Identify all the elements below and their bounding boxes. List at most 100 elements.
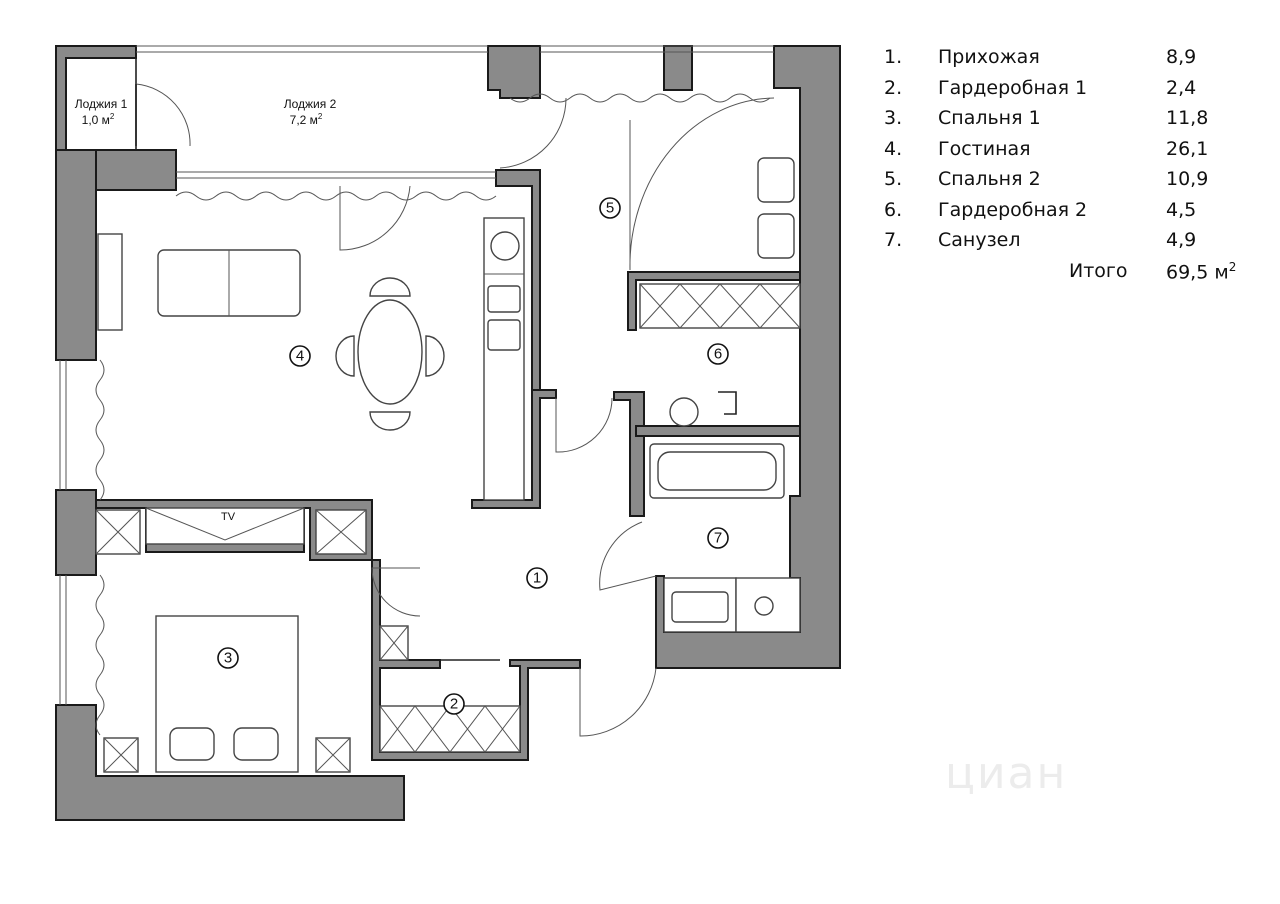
room-marker-3: 3 xyxy=(217,647,239,669)
tv-unit xyxy=(145,507,305,545)
washing-machine-drum xyxy=(754,596,774,616)
pillow-bedroom2-1 xyxy=(757,157,795,203)
living-wall-panel xyxy=(97,233,123,331)
svg-text:1: 1 xyxy=(533,570,541,587)
wall-pier-2 xyxy=(663,45,693,91)
room-marker-6: 6 xyxy=(707,343,729,365)
legend-number: 2. xyxy=(884,76,903,99)
legend-number: 6. xyxy=(884,198,903,221)
room-marker-1: 1 xyxy=(526,567,548,589)
curtain-living-left xyxy=(95,359,105,501)
hall-cabinet-cross xyxy=(379,625,409,661)
tv-unit-lines xyxy=(145,507,305,541)
svg-text:3: 3 xyxy=(224,650,232,667)
bed-pillow-1 xyxy=(169,727,215,761)
wardrobe2-cabinet-cross xyxy=(639,283,801,329)
legend-row: 6. Гардеробная 2 4,5 xyxy=(884,199,1264,230)
loggia2-name: Лоджия 2 xyxy=(284,97,337,111)
entrance-door-swing xyxy=(579,667,657,737)
living-door-swing xyxy=(339,185,411,251)
legend-row: 7. Санузел 4,9 xyxy=(884,229,1264,260)
legend-number: 1. xyxy=(884,46,903,68)
dining-chair-right xyxy=(425,335,445,377)
wall-pier-1 xyxy=(487,45,541,99)
svg-text:4: 4 xyxy=(296,348,304,365)
legend-room-area: 10,9 xyxy=(1166,168,1209,190)
dining-chair-bottom xyxy=(369,411,411,431)
legend-room-area: 4,5 xyxy=(1166,198,1197,221)
room-marker-7: 7 xyxy=(707,527,729,549)
svg-text:5: 5 xyxy=(606,200,614,217)
svg-text:2: 2 xyxy=(450,696,458,713)
wall-bath-left xyxy=(613,391,645,517)
legend-room-area: 11,8 xyxy=(1166,107,1209,129)
loggia-door-swing xyxy=(135,83,191,147)
dining-chair-top xyxy=(369,277,411,297)
pillow-bedroom2-2 xyxy=(757,213,795,259)
loggia2-area: 7,2 м2 xyxy=(290,112,323,127)
legend-room-name: Гостиная xyxy=(938,137,1031,160)
kitchen-counter xyxy=(483,217,525,501)
kitchen-door-swing xyxy=(555,397,613,453)
wall-loggia-inner xyxy=(56,149,177,191)
legend-total-label: Итого xyxy=(1069,259,1128,282)
wall-left-lower xyxy=(55,704,405,821)
nightstand-right-cross xyxy=(315,737,351,773)
tv-label: TV xyxy=(221,511,236,523)
bedroom2-arc xyxy=(629,97,775,271)
legend-row: 3. Спальня 1 11,8 xyxy=(884,107,1264,138)
legend-room-name: Спальня 1 xyxy=(938,107,1041,129)
legend-row: 1. Прихожая 8,9 xyxy=(884,46,1264,77)
legend-total-value: 69,5 м2 xyxy=(1166,259,1237,283)
wall-left-mid xyxy=(55,489,97,576)
legend-number: 7. xyxy=(884,229,903,251)
curtain-bedroom2 xyxy=(509,93,771,103)
bedroom-cabinet-right-cross xyxy=(315,509,367,555)
dining-table xyxy=(357,299,423,405)
legend-room-area: 2,4 xyxy=(1166,76,1197,99)
bathtub-inner xyxy=(657,451,777,491)
kitchen-sink-1 xyxy=(487,285,521,313)
bed-pillow-2 xyxy=(233,727,279,761)
nightstand-left-cross xyxy=(103,737,139,773)
wall-kitchen xyxy=(471,389,557,509)
dining-chair-left xyxy=(335,335,355,377)
svg-text:6: 6 xyxy=(714,346,722,363)
legend-row: 5. Спальня 2 10,9 xyxy=(884,168,1264,199)
wall-left-upper xyxy=(55,149,97,361)
loggia1-area: 1,0 м2 xyxy=(82,112,115,127)
legend-number: 3. xyxy=(884,107,903,129)
bedroom-cabinet-left-cross xyxy=(95,509,141,555)
legend-row: 4. Гостиная 26,1 xyxy=(884,138,1264,169)
kitchen-sink-2 xyxy=(487,319,521,351)
legend-number: 4. xyxy=(884,137,903,160)
legend-room-name: Гардеробная 1 xyxy=(938,76,1088,99)
room-legend: 1. Прихожая 8,9 2. Гардеробная 1 2,4 3. … xyxy=(884,46,1264,290)
wall-wardrobe1 xyxy=(371,559,581,761)
legend-row: 2. Гардеробная 1 2,4 xyxy=(884,77,1264,108)
watermark-logo: циан xyxy=(945,748,1068,799)
legend-room-area: 4,9 xyxy=(1166,229,1197,251)
room-marker-4: 4 xyxy=(289,345,311,367)
bathroom-sink xyxy=(671,591,729,623)
bedroom2-door-swing xyxy=(499,97,567,169)
room-marker-2: 2 xyxy=(443,693,465,715)
kitchen-hob xyxy=(490,231,520,261)
wall-wardrobe2-bottom xyxy=(635,425,801,437)
curtain-bedroom-left xyxy=(95,574,105,736)
room-marker-5: 5 xyxy=(599,197,621,219)
loggia1-name: Лоджия 1 xyxy=(75,97,128,111)
legend-room-name: Гардеробная 2 xyxy=(938,198,1088,221)
curtain-living-top xyxy=(175,191,497,201)
wardrobe2-pipe xyxy=(718,391,737,415)
svg-text:7: 7 xyxy=(714,530,722,547)
legend-room-name: Прихожая xyxy=(938,46,1040,68)
bedroom-door-swing xyxy=(371,567,421,617)
legend-room-name: Спальня 2 xyxy=(938,168,1041,190)
wardrobe2-fixture xyxy=(669,397,699,427)
wardrobe2-cabinet xyxy=(639,283,801,329)
legend-room-name: Санузел xyxy=(938,229,1021,251)
wall-right xyxy=(655,45,841,669)
legend-room-area: 26,1 xyxy=(1166,137,1209,160)
legend-total-row: Итого 69,5 м2 xyxy=(884,260,1264,291)
